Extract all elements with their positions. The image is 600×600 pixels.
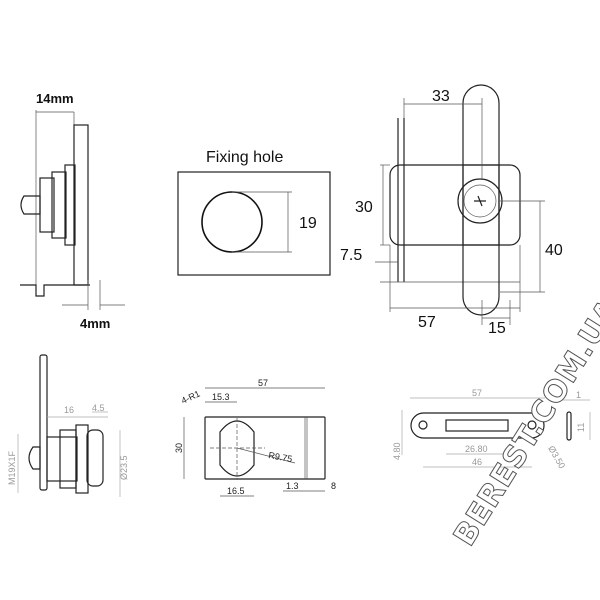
offset-label: 4mm bbox=[80, 316, 110, 331]
hole-circle bbox=[201, 191, 263, 253]
offset-label-7-5: 7.5 bbox=[340, 247, 362, 264]
fixing-hole-diagram: Fixing hole 19 bbox=[177, 149, 331, 276]
dim-16-label: 16 bbox=[64, 405, 74, 415]
dim-8-label: 8 bbox=[331, 481, 336, 491]
lock-side-view: 14mm 4mm bbox=[20, 91, 125, 331]
watermark: BEREST.COM.UA bbox=[447, 293, 600, 553]
dim-1-3-label: 1.3 bbox=[286, 481, 299, 491]
center-offset-label: 15.3 bbox=[212, 392, 230, 402]
slot-length-label: 26.80 bbox=[465, 444, 488, 454]
hole-diameter-label: 19 bbox=[299, 215, 317, 232]
plate-length-label: 57 bbox=[472, 388, 482, 398]
hole-width-label: 16.5 bbox=[227, 486, 245, 496]
plate-height-label: 11 bbox=[576, 423, 586, 432]
thickness-label: 1 bbox=[576, 390, 581, 400]
cam-radius-label: R9.75 bbox=[268, 450, 293, 464]
width-label: 14mm bbox=[36, 91, 74, 106]
hole-offset-label: 4.80 bbox=[392, 442, 402, 460]
bar-height-label: 40 bbox=[545, 242, 563, 259]
thread-label: M19X1F bbox=[7, 450, 17, 485]
body-height-label: 30 bbox=[355, 199, 373, 216]
side-drawing: 16 4.5 M19X1F Ø23.5 bbox=[7, 354, 129, 497]
cam-drawing: 57 4-R1 15.3 R9.75 30 16.5 1.3 8 bbox=[174, 378, 336, 497]
lock-front-view: 33 30 40 7.5 57 15 bbox=[340, 84, 563, 337]
cam-length-label: 57 bbox=[258, 378, 268, 388]
hole-spacing-label: 46 bbox=[472, 457, 482, 467]
fixing-hole-title: Fixing hole bbox=[206, 149, 283, 166]
hole-diameter-label: Ø3.50 bbox=[546, 444, 567, 470]
diameter-label: Ø23.5 bbox=[119, 455, 129, 480]
top-width-label: 33 bbox=[432, 88, 450, 105]
dim-4-5-label: 4.5 bbox=[92, 403, 105, 413]
bar-width-label: 15 bbox=[488, 320, 506, 337]
cam-height-label: 30 bbox=[174, 443, 184, 453]
total-width-label: 57 bbox=[418, 314, 436, 331]
corner-radius-label: 4-R1 bbox=[180, 389, 202, 406]
